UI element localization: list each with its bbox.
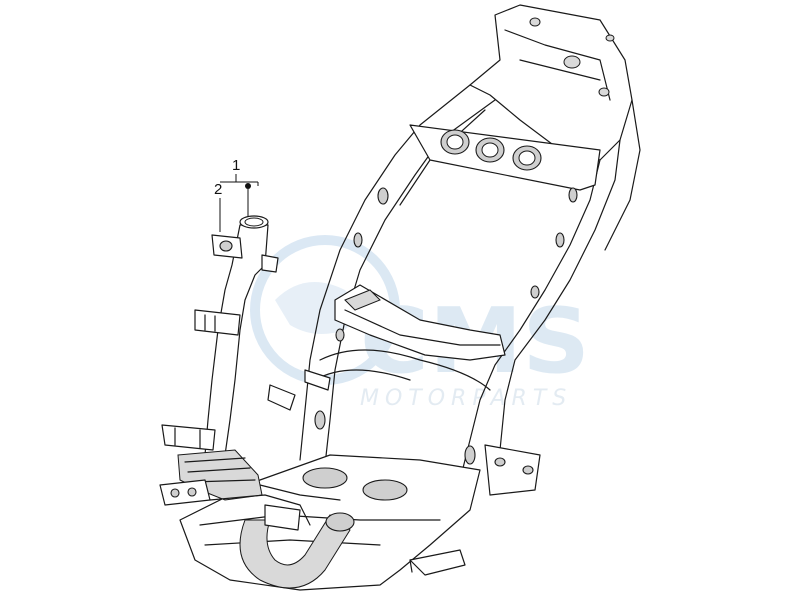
middle-cross-member	[334, 284, 506, 361]
watermark-tagline: MOTORPARTS	[360, 386, 572, 411]
callout-1-dot	[245, 183, 251, 189]
right-side-rail	[489, 139, 621, 481]
callout-1-number: 1	[232, 157, 240, 174]
head-tube	[204, 224, 269, 456]
callout-2-number: 2	[214, 181, 222, 198]
right-mount-bracket	[484, 444, 541, 496]
bottom-pipe	[239, 514, 351, 589]
left-side-rail	[299, 84, 471, 461]
callout-group: 1 2	[214, 157, 259, 232]
head-tube-bracket	[194, 309, 241, 336]
floor-hole	[362, 479, 408, 501]
steering-tube-assembly	[159, 215, 311, 531]
floor-hole	[302, 467, 348, 489]
